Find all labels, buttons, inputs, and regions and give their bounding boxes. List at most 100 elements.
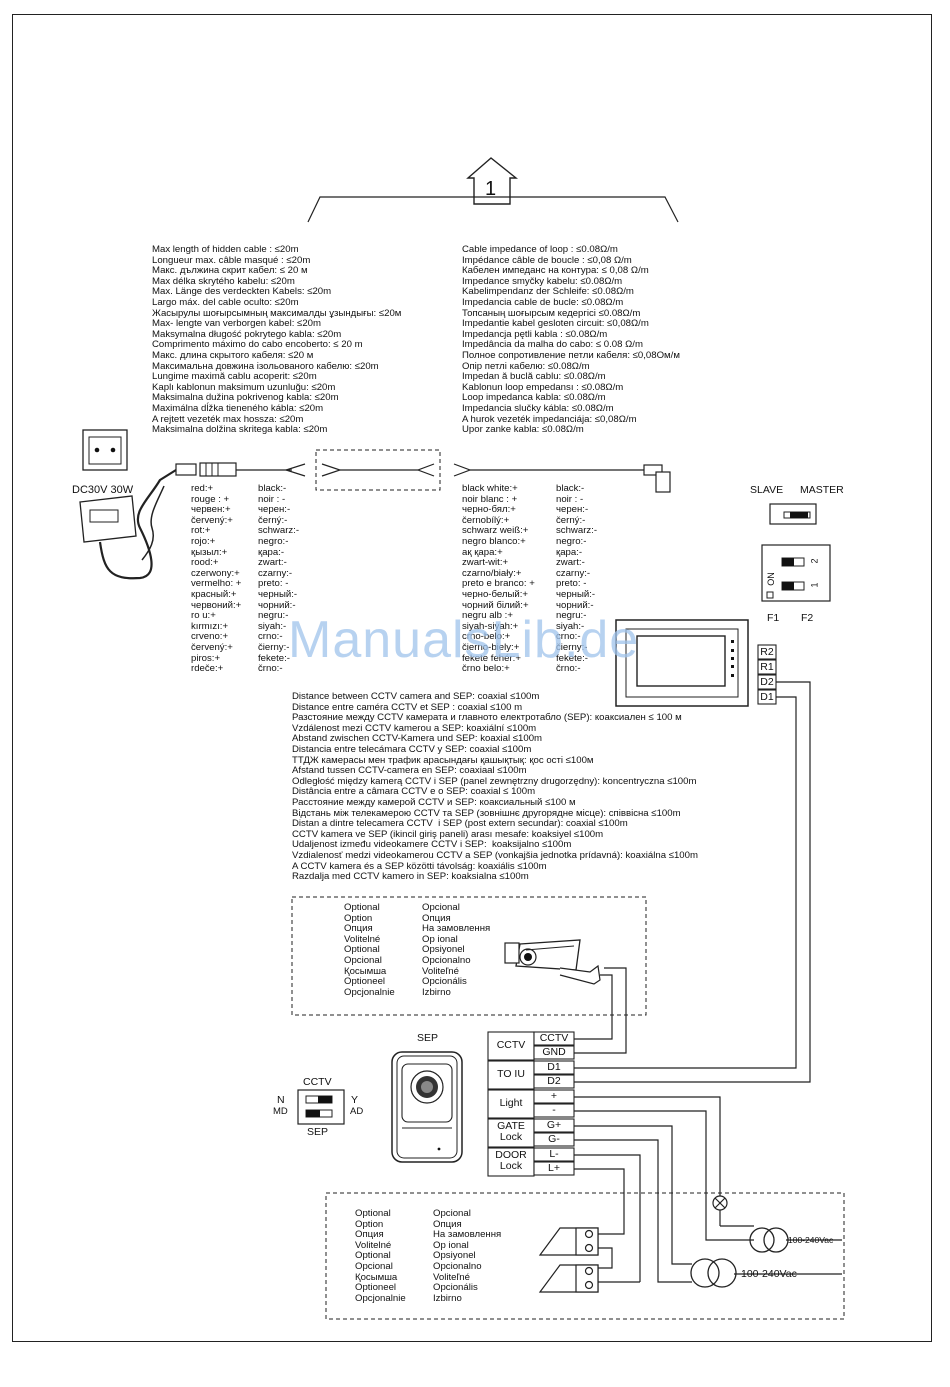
wire-color-line: preto: -: [556, 578, 587, 590]
lock-optional-box: [325, 1192, 845, 1320]
optional-line: Opcional: [355, 1260, 393, 1272]
f1-label: F1: [767, 612, 780, 624]
terminal-pin-label: G+: [546, 1119, 562, 1131]
optional-line: Voliteľné: [433, 1271, 470, 1283]
slave-label: SLAVE: [750, 484, 784, 496]
impedance-line: Impedância da malha do cabo: ≤ 0.08 Ω/m: [462, 339, 643, 351]
wire-color-line: schwarz:-: [556, 525, 598, 537]
optional-line: Option: [344, 912, 373, 924]
wire-color-line: črno belo:+: [462, 663, 510, 675]
wire-color-line: crno-belo:+: [462, 631, 511, 643]
optional-line: Optioneel: [355, 1282, 397, 1294]
cable-length-line: Maksimalna dužina pokrivenog kabla: ≤20m: [152, 392, 339, 404]
sep-outdoor-unit-icon: [391, 1051, 463, 1163]
wire-color-line: črno:-: [258, 663, 283, 675]
impedance-line: Loop impedanca kabla: ≤0.08Ω/m: [462, 392, 606, 404]
transformer-small-icon: [749, 1227, 789, 1253]
on-label: ON: [765, 572, 776, 586]
wire-color-line: fekete:-: [556, 652, 588, 664]
cable-length-line: Max length of hidden cable : ≤20m: [152, 244, 299, 255]
wire-color-line: fekete:-: [258, 652, 290, 664]
distance-line: Расстояние между камерой CCTV и SEP: коа…: [292, 796, 576, 808]
wire-color-line: red:+: [191, 483, 214, 494]
master-label: MASTER: [800, 484, 844, 496]
optional-line: Opcionalno: [433, 1260, 482, 1272]
impedance-line: Опір петлі кабелю: ≤0.08Ω/m: [462, 360, 590, 372]
iu-terminal-d1: D1: [760, 691, 774, 703]
wire-color-line: black:-: [258, 483, 287, 494]
impedance-line: Cable impedance of loop : ≤0.08Ω/m: [462, 244, 618, 255]
cable-length-line: A rejtett vezeték max hossza: ≤20m: [152, 413, 304, 425]
wire-color-line: black white:+: [462, 483, 518, 494]
impedance-line: Кабелен импеданс на контура: ≤ 0,08 Ω/m: [462, 265, 649, 277]
optional-line: Opsiyonel: [422, 944, 465, 956]
right-plug-icon: [643, 464, 663, 476]
optional-line: Izbirno: [433, 1292, 462, 1304]
wire-color-line: красный:+: [191, 588, 237, 600]
optional-line: Optional: [344, 902, 380, 913]
optional-line: Volitelné: [344, 933, 381, 945]
cable-length-line: Maksimalna dolžina skritega kabla: ≤20m: [152, 424, 328, 436]
dc-plug-icon: [175, 463, 197, 476]
wire-color-line: červený:+: [191, 641, 233, 653]
wire-color-line: schwarz:-: [258, 525, 300, 537]
optional-line: Voliteľné: [422, 965, 459, 977]
wire-left-minus: black:-noir : -черен:-černý:-schwarz:-ne…: [258, 483, 300, 675]
cable-length-line: Comprimento máximo do cabo encoberto: ≤ …: [152, 339, 363, 351]
distance-line: Відстань між телекамерою CCTV та SEP (зо…: [292, 807, 681, 819]
terminal-pin-label: G-: [548, 1133, 560, 1145]
cable-length-line: Max délka skrytého kabelu: ≤20m: [152, 275, 295, 287]
wire-color-line: черен:-: [258, 504, 291, 516]
optional-line: Optional: [344, 944, 380, 956]
optional-line: Қосымша: [344, 965, 387, 977]
wire-color-line: siyah:-: [556, 620, 585, 632]
wire-color-line: zwart:-: [556, 557, 585, 569]
wire-color-line: crno:-: [556, 631, 581, 643]
step-arrow-icon: [466, 157, 518, 205]
distance-line: Distan a dintre telecamera CCTV i SEP (p…: [292, 818, 628, 830]
distance-line: ТТДЖ камерасы мен трафик арасындағы қашы…: [292, 754, 594, 766]
distance-line: Odległość między kamerą CCTV i SEP (pane…: [292, 775, 697, 787]
cable-length-line: Макс. длина скрытого кабеля: ≤20 м: [152, 349, 314, 361]
wire-color-line: ro u:+: [191, 610, 216, 622]
optional-line: Opcional: [433, 1208, 471, 1219]
wire-color-line: черный:-: [258, 588, 298, 600]
wire-color-line: червоний:+: [191, 599, 242, 611]
transformer-large-label: 100-240Vac: [741, 1268, 797, 1280]
sep-mode-switch: [297, 1089, 345, 1125]
wire-right-plus: black white:+noir blanc : +черно-бял:+če…: [462, 483, 535, 675]
wire-color-line: чорний:-: [258, 599, 296, 611]
terminal-pin-label: L-: [549, 1148, 559, 1160]
optional-line: Қосымша: [355, 1271, 398, 1283]
wire-color-line: čierno-biely:+: [462, 641, 520, 653]
optional-line: На замовлення: [422, 923, 491, 935]
terminal-pin-label: D1: [547, 1061, 561, 1073]
wire-color-line: černobílý:+: [462, 514, 510, 526]
iu-terminal-r2: R2: [760, 646, 774, 658]
distance-line: Distancia entre telecámara CCTV y SEP: c…: [292, 743, 532, 755]
wire-color-line: negro:-: [258, 535, 289, 547]
wire-color-line: negru:-: [556, 610, 587, 622]
optional-line: На замовлення: [433, 1229, 502, 1241]
gate-lock-icon: [538, 1227, 599, 1256]
wire-color-line: rojo:+: [191, 535, 216, 547]
optional-line: Opcionális: [422, 976, 467, 988]
sep-terminal-block: [487, 1031, 575, 1177]
optional-line: Опция: [344, 923, 373, 935]
terminal-group-label: CCTV: [496, 1039, 526, 1051]
hidden-cable-box: [315, 449, 441, 491]
terminal-pin-label: +: [550, 1090, 558, 1102]
optional-line: Optional: [355, 1250, 391, 1262]
wire-color-line: siyah-siyah:+: [462, 620, 519, 632]
terminal-pin-label: L+: [548, 1162, 560, 1174]
wire-color-line: черный:-: [556, 588, 596, 600]
impedance-line: Impedancia slučky kábla: ≤0.08Ω/m: [462, 402, 614, 414]
wire-color-line: kırmızı:+: [191, 620, 229, 632]
sep-switch-n: N: [277, 1094, 285, 1106]
dip2-label: 2: [809, 558, 820, 564]
